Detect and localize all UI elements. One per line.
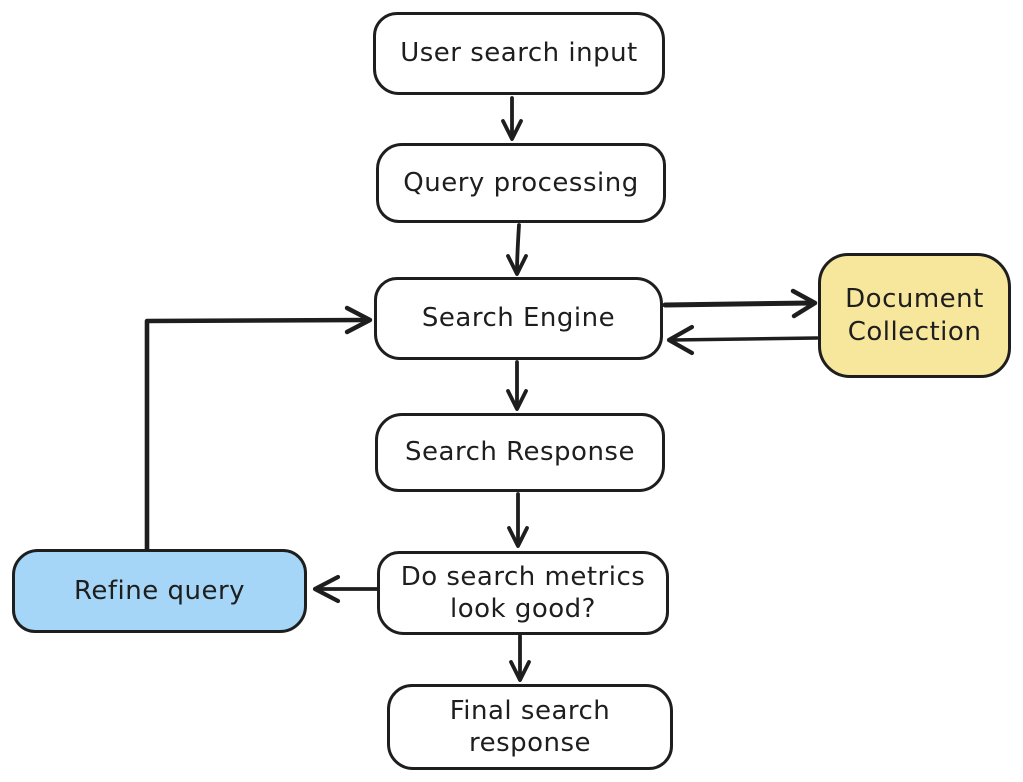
node-refine-query: Refine query xyxy=(12,549,307,633)
node-search-engine-label: Search Engine xyxy=(421,303,616,334)
node-final-search-response: Final search response xyxy=(387,684,673,770)
arrow-response-to-decision xyxy=(507,492,529,548)
arrow-refine-to-engine xyxy=(144,305,373,554)
node-search-response-label: Search Response xyxy=(405,437,635,468)
node-user-search-input-label: User search input xyxy=(400,38,638,69)
node-metrics-decision: Do search metrics look good? xyxy=(377,551,669,635)
arrow-decision-to-refine xyxy=(312,574,379,604)
node-refine-query-label: Refine query xyxy=(73,575,246,606)
arrow-user-to-query xyxy=(501,96,523,141)
arrow-engine-to-collection xyxy=(662,288,818,319)
node-query-processing-label: Query processing xyxy=(403,167,639,198)
node-search-response: Search Response xyxy=(375,413,665,492)
node-search-engine: Search Engine xyxy=(374,277,663,360)
node-query-processing: Query processing xyxy=(376,143,666,223)
arrow-collection-to-engine xyxy=(666,324,819,356)
node-document-collection-label: Document Collection xyxy=(845,284,984,347)
node-final-search-response-label: Final search response xyxy=(449,695,611,759)
node-user-search-input: User search input xyxy=(373,12,665,95)
node-document-collection: Document Collection xyxy=(818,253,1011,378)
node-metrics-decision-label: Do search metrics look good? xyxy=(400,561,646,625)
arrow-decision-to-final xyxy=(509,634,531,682)
arrow-engine-to-response xyxy=(506,360,528,411)
arrow-query-to-engine xyxy=(506,223,528,276)
